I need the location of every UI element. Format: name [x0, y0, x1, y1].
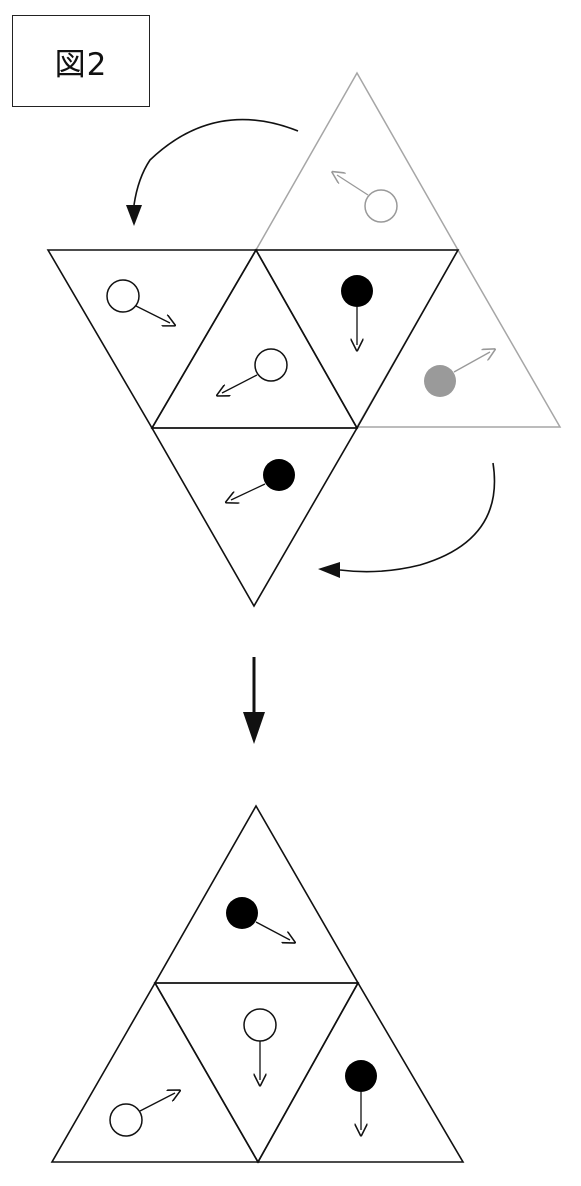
result-triangles [50, 804, 465, 1164]
arrow-down-left [231, 483, 266, 500]
white-circle [109, 1103, 143, 1137]
result-center-white-circle-symbol [243, 1008, 277, 1080]
arrow-down-right [135, 305, 170, 323]
arrow-down-right [255, 921, 290, 940]
faded-triangle-top [254, 71, 460, 251]
white-circle [254, 348, 288, 382]
triangle-left [46, 249, 258, 430]
left-white-circle-symbol [106, 279, 170, 323]
result-left-white-circle-symbol [109, 1093, 175, 1137]
white-circle [364, 189, 398, 223]
result-triangle-right [256, 981, 465, 1163]
curved-arrow-icon [318, 462, 496, 578]
figure-label: 図2 [12, 15, 150, 107]
white-circle [106, 279, 140, 313]
result-triangle-left [50, 981, 260, 1163]
arrow-up-left [337, 175, 369, 196]
result-top-black-circle-symbol [226, 897, 290, 940]
main-triangles [46, 248, 460, 608]
faded-triangle-right [355, 248, 562, 428]
triangle-bottom [150, 427, 359, 608]
curved-arrow-icon [126, 118, 299, 226]
arrow-up-right [453, 352, 490, 373]
center-white-circle-symbol [222, 348, 288, 393]
result-right-black-circle-symbol [345, 1060, 377, 1130]
white-circle [243, 1008, 277, 1042]
triangle-upper-right [254, 249, 460, 430]
down-arrow-icon [243, 657, 265, 744]
grey-circle [424, 365, 456, 397]
faded-grey-circle-symbol [424, 352, 490, 397]
black-circle [345, 1060, 377, 1092]
result-triangle-top [153, 804, 360, 984]
bottom-black-circle-symbol [231, 459, 295, 500]
arrow-down-left [222, 374, 258, 393]
triangle-center [150, 248, 359, 429]
black-circle [341, 275, 373, 307]
black-circle [263, 459, 295, 491]
black-circle [226, 897, 258, 929]
faded-white-circle-symbol [337, 175, 398, 223]
arrow-up-right [139, 1093, 175, 1112]
upper-right-black-circle-symbol [341, 275, 373, 345]
